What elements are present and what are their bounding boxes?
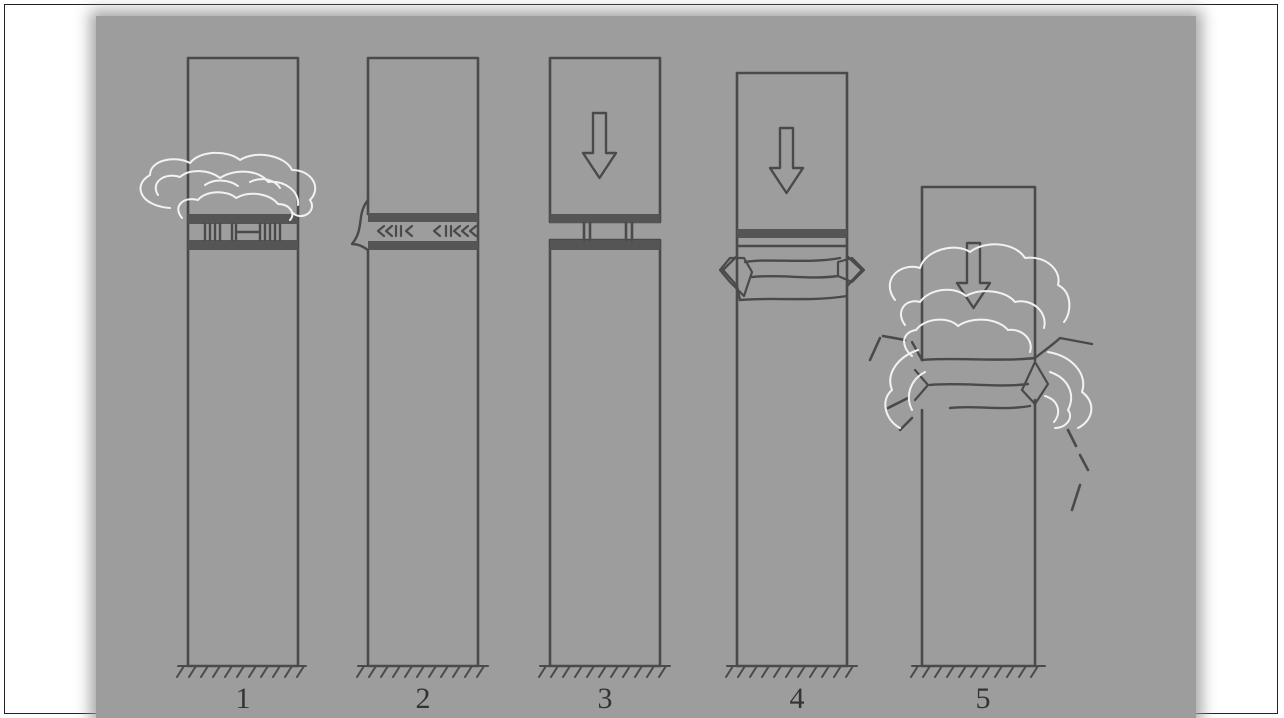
stage-label-4: 4 — [789, 682, 805, 715]
down-arrow-icon — [768, 126, 805, 195]
column-2 — [350, 56, 489, 678]
column-4 — [718, 71, 866, 678]
stage-label-1: 1 — [235, 682, 251, 715]
stage-label-5: 5 — [975, 682, 991, 715]
column-1 — [139, 56, 317, 678]
stage-label-2: 2 — [415, 682, 431, 715]
smoke-cloud-icon — [884, 243, 1093, 429]
stage-label-3: 3 — [597, 682, 613, 715]
ground-hatch-icon — [176, 665, 307, 678]
down-arrow-icon — [955, 241, 992, 310]
ground-hatch-icon — [910, 665, 1046, 678]
smoke-cloud-icon — [139, 151, 317, 221]
diagram-background — [96, 16, 1196, 718]
column-5 — [868, 185, 1094, 678]
column-3 — [538, 56, 671, 678]
ground-hatch-icon — [538, 665, 671, 678]
ground-hatch-icon — [725, 665, 858, 678]
down-arrow-icon — [581, 111, 618, 180]
ground-hatch-icon — [356, 665, 489, 678]
